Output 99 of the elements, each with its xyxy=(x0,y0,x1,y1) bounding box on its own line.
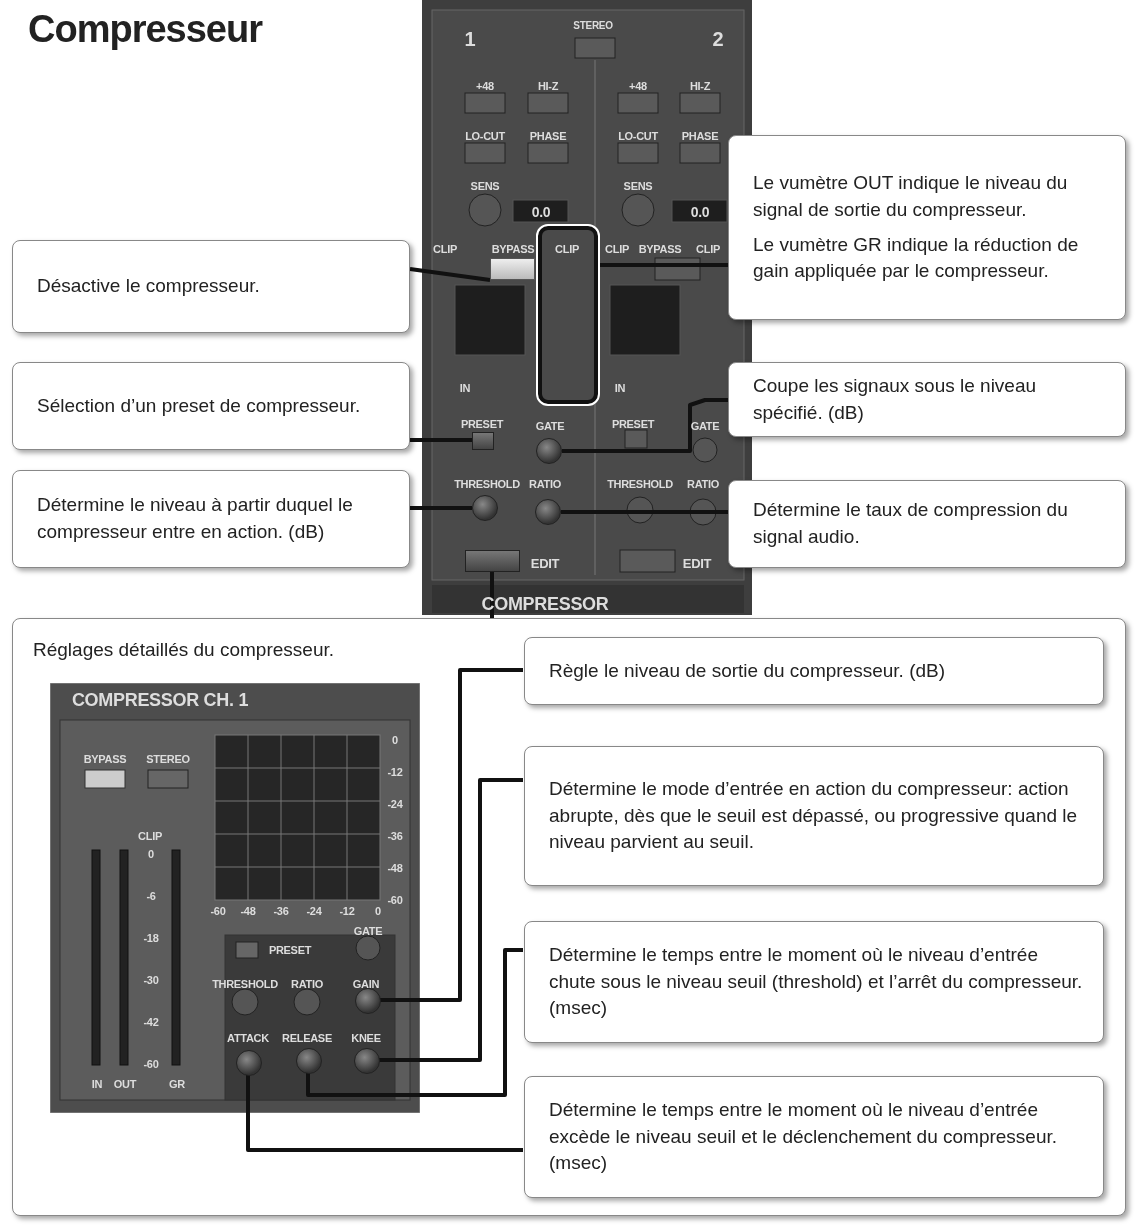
button xyxy=(465,550,520,572)
scale-label: 0 xyxy=(375,905,381,917)
leader-line xyxy=(490,572,494,618)
scale-label: -36 xyxy=(273,905,289,917)
callout-box xyxy=(524,1076,1104,1198)
ui-label: PRESET xyxy=(268,944,312,956)
callout-box xyxy=(12,362,410,450)
ui-label: LO-CUT xyxy=(618,130,658,142)
scale-label: -60 xyxy=(387,894,403,906)
ui-label: BYPASS xyxy=(491,243,535,255)
ui-label: STEREO xyxy=(146,753,190,765)
ui-label: THRESHOLD xyxy=(454,478,520,490)
ui-label: 1 xyxy=(464,28,476,51)
leader-line xyxy=(598,263,728,267)
callout-text: Désactive le compresseur. xyxy=(37,274,261,299)
scale-label: -18 xyxy=(143,932,159,944)
scale-label: -48 xyxy=(387,862,403,874)
ui-label: EDIT xyxy=(682,556,712,571)
ui-label: STEREO xyxy=(573,20,613,31)
ui-label: BYPASS xyxy=(83,753,127,765)
ui-label: +48 xyxy=(476,80,494,92)
ui-label: IN xyxy=(91,1078,103,1090)
ui-label: IN xyxy=(614,382,626,394)
ui-label: OUT xyxy=(113,1078,137,1090)
callout-text: Détermine le temps entre le moment où le niveau d’entrée excède le niveau seuil et le déclenchement du compresseur. (msec) xyxy=(549,1098,1059,1176)
ui-label: 2 xyxy=(712,28,724,51)
callout-box xyxy=(524,921,1104,1043)
meter-outline xyxy=(538,226,598,404)
button xyxy=(472,432,494,450)
callout-box xyxy=(728,362,1126,437)
ui-label: PRESET xyxy=(611,418,655,430)
callout-text: Détermine le niveau à partir duquel le compresseur entre en action. (dB) xyxy=(37,493,354,544)
scale-label: -6 xyxy=(146,890,156,902)
ui-label: HI-Z xyxy=(689,80,711,92)
callout-text: Détermine le temps entre le moment où le niveau d’entrée chute sous le niveau seuil (threshold) et l’arrêt du compresseur. (msec) xyxy=(549,943,1084,1021)
ui-label: SENS xyxy=(470,180,500,192)
ui-label: GATE xyxy=(690,420,720,432)
scale-label: -42 xyxy=(143,1016,159,1028)
leader-line xyxy=(380,668,523,1002)
callout-box xyxy=(12,240,410,333)
ui-label: RATIO xyxy=(529,478,561,490)
leader-line xyxy=(562,398,728,453)
ui-label: GATE xyxy=(535,420,565,432)
callout-text: Détermine le mode d’entrée en action du compresseur: action abrupte, dès que le seuil est dépassé, ou progressive quand le niveau parvient au seuil. xyxy=(549,777,1079,855)
ui-label: THRESHOLD xyxy=(212,978,278,990)
scale-label: 0 xyxy=(148,848,154,860)
leader-line xyxy=(306,948,523,1097)
ui-label: PHASE xyxy=(529,130,567,142)
title: Compresseur xyxy=(28,8,262,51)
ui-label: +48 xyxy=(629,80,647,92)
ui-label: 0.0 xyxy=(531,204,551,220)
ui-label: 0.0 xyxy=(690,204,710,220)
callout-text: Sélection d’un preset de compresseur. xyxy=(37,393,362,418)
ui-label: EDIT xyxy=(530,556,560,571)
callout-box xyxy=(12,470,410,568)
callout-box xyxy=(524,746,1104,886)
button xyxy=(490,258,535,280)
ui-label: CLIP xyxy=(138,830,162,842)
scale-label: -60 xyxy=(210,905,226,917)
ui-label: CLIP xyxy=(433,243,457,255)
leader-line xyxy=(561,510,728,514)
leader-line xyxy=(410,438,472,442)
callout-box xyxy=(728,135,1126,320)
scale-label: -12 xyxy=(339,905,355,917)
leader-line xyxy=(409,267,491,282)
scale-label: -60 xyxy=(143,1058,159,1070)
ui-label: SENS xyxy=(623,180,653,192)
leader-line xyxy=(246,1075,523,1152)
callout-box xyxy=(524,637,1104,705)
scale-label: -24 xyxy=(306,905,322,917)
ui-label: GR xyxy=(169,1078,185,1090)
ui-label: KNEE xyxy=(351,1032,381,1044)
scale-label: -24 xyxy=(387,798,403,810)
ui-label: IN xyxy=(459,382,471,394)
callout-text: Coupe les signaux sous le niveau spécifié. (dB) xyxy=(753,373,1038,425)
callout-box xyxy=(728,480,1126,568)
callout-text: Le vumètre GR indique la réduction de gain appliquée par le compresseur. xyxy=(753,232,1080,284)
leader-line xyxy=(410,506,472,510)
callout-text: Règle le niveau de sortie du compresseur. (dB) xyxy=(549,658,947,683)
ui-label: THRESHOLD xyxy=(607,478,673,490)
ui-label: COMPRESSOR xyxy=(481,594,609,615)
scale-label: -30 xyxy=(143,974,159,986)
scale-label: -12 xyxy=(387,766,403,778)
leader-line xyxy=(379,778,523,1062)
ui-label: LO-CUT xyxy=(465,130,505,142)
scale-label: -48 xyxy=(240,905,256,917)
panel-heading: Réglages détaillés du compresseur. xyxy=(33,639,334,661)
ui-label: GAIN xyxy=(352,978,380,990)
ui-label: COMPRESSOR CH. 1 xyxy=(71,690,249,711)
ui-label: GATE xyxy=(353,925,383,937)
scale-label: 0 xyxy=(392,734,398,746)
scale-label: -36 xyxy=(387,830,403,842)
ui-label: CLIP xyxy=(555,243,579,255)
callout-text: Détermine le taux de compression du signal audio. xyxy=(753,498,1069,549)
ui-label: BYPASS xyxy=(638,243,682,255)
ui-label: HI-Z xyxy=(537,80,559,92)
ui-label: PHASE xyxy=(681,130,719,142)
callout-text: Le vumètre OUT indique le niveau du signal de sortie du compresseur. xyxy=(753,171,1069,222)
ui-label: RATIO xyxy=(291,978,323,990)
